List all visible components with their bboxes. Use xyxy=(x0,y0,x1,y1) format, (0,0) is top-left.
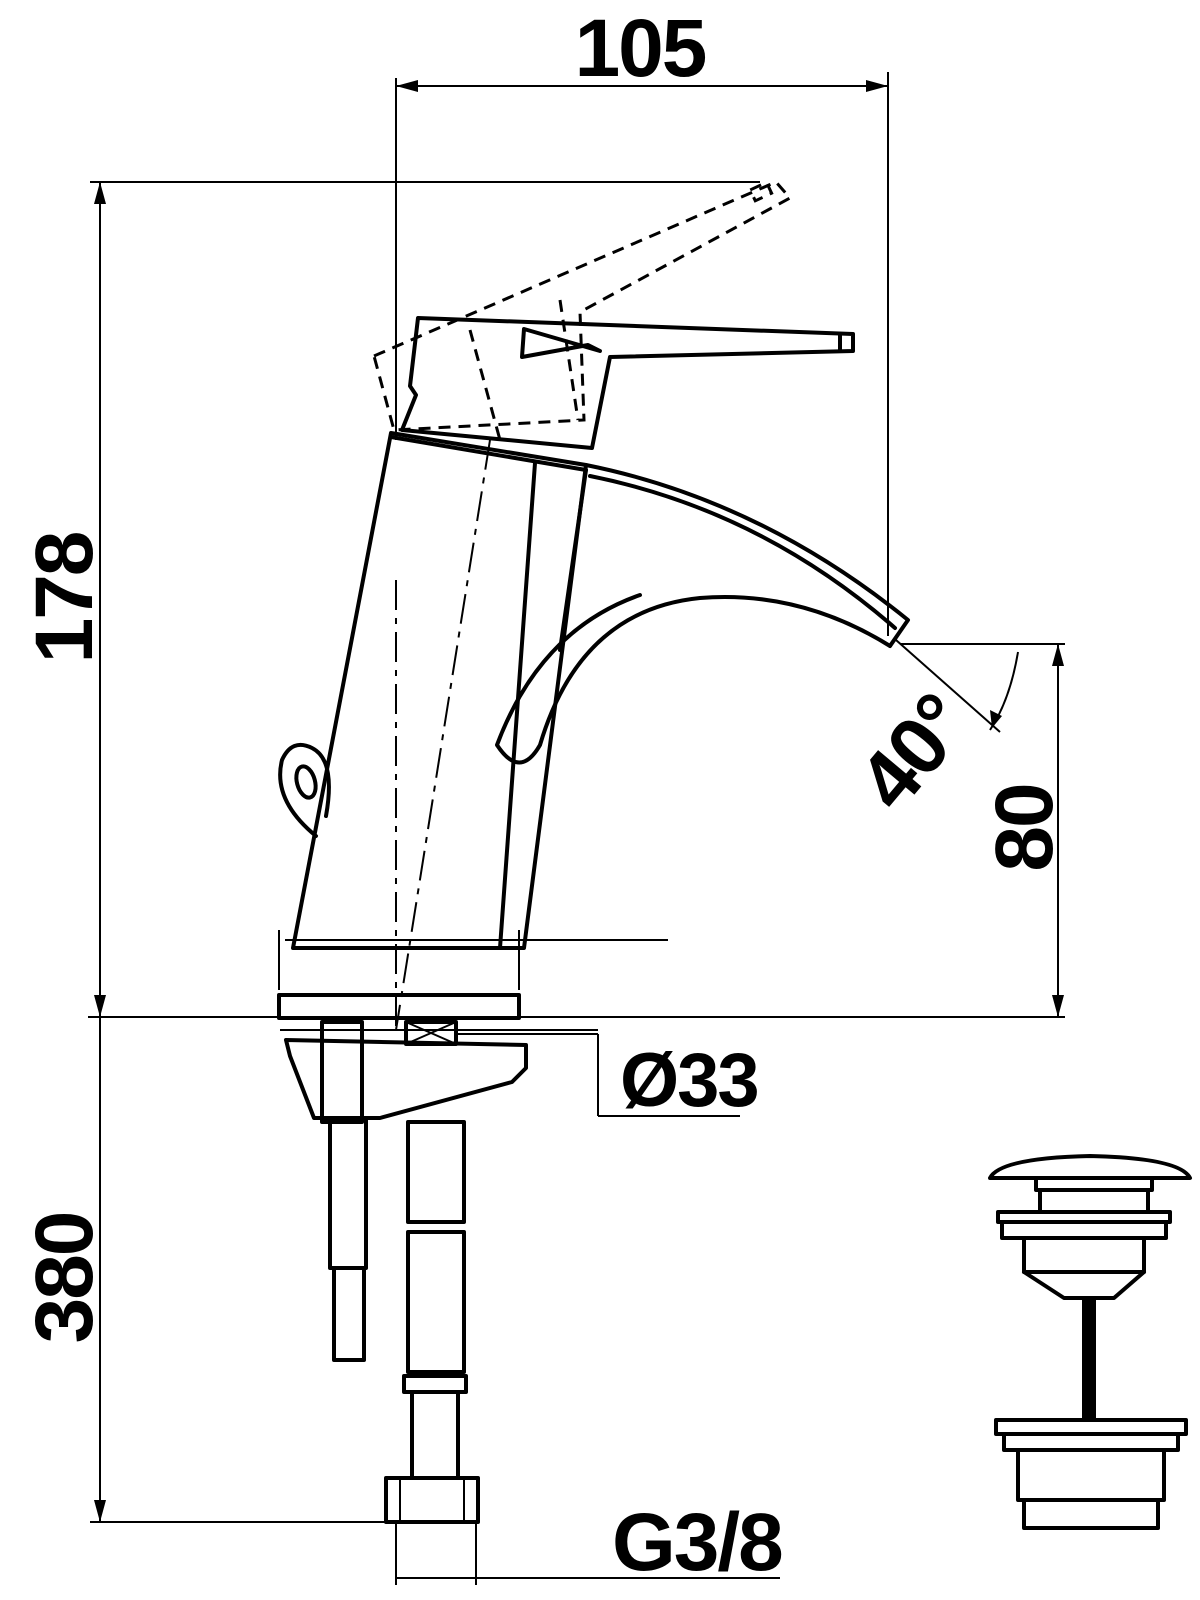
dim-spout-height-80: 80 xyxy=(900,643,1070,1017)
mounting-assembly xyxy=(280,1020,598,1362)
label-hose-380: 380 xyxy=(19,1213,110,1344)
label-diameter-33: Ø33 xyxy=(620,1038,758,1123)
flexible-hose-icon xyxy=(384,1120,480,1524)
faucet-body xyxy=(277,316,910,1020)
label-height-178: 178 xyxy=(19,532,110,663)
label-spout-height-80: 80 xyxy=(979,784,1070,871)
click-clack-drain-valve-icon xyxy=(988,1154,1192,1530)
label-thread-g38: G3/8 xyxy=(612,1497,782,1588)
dim-thread-g38: G3/8 xyxy=(395,1497,784,1588)
dim-height-178: 178 xyxy=(19,181,760,1017)
dim-hose-380: 380 xyxy=(19,1017,390,1523)
dim-diameter-33: Ø33 xyxy=(456,1033,760,1123)
handle-raised-position xyxy=(372,180,793,441)
dim-width-105: 105 xyxy=(395,3,889,636)
label-width-105: 105 xyxy=(575,3,706,94)
